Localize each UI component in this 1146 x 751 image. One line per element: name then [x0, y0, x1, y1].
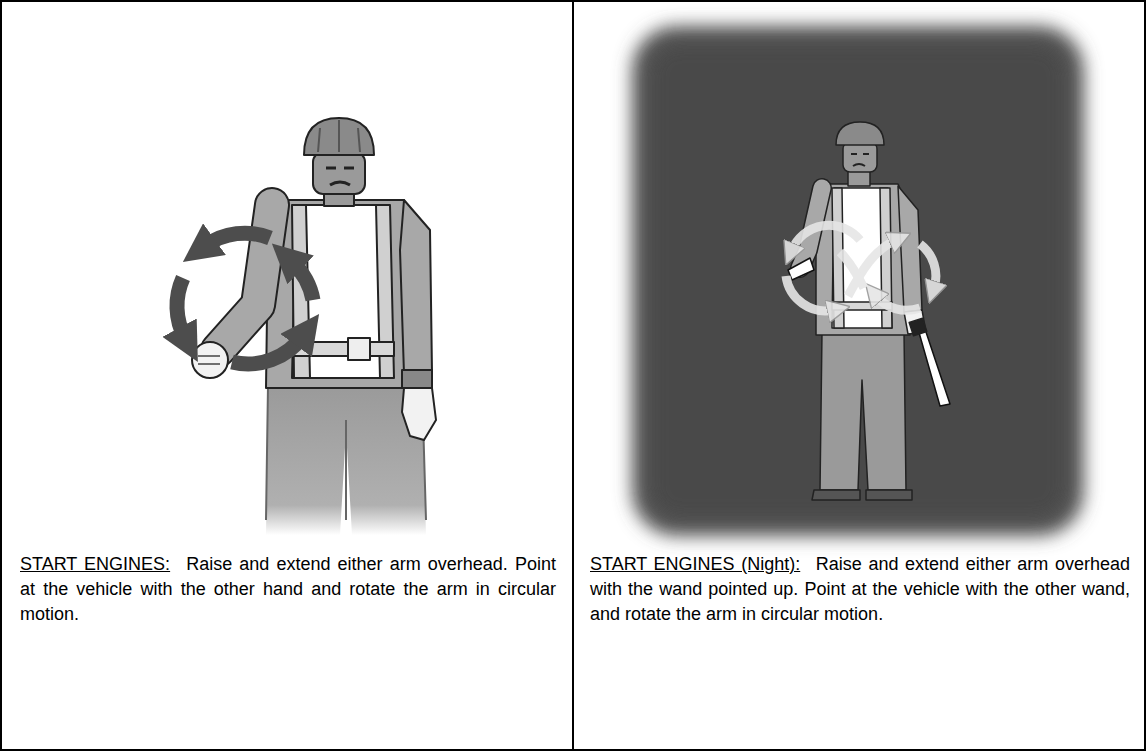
signal-heading: START ENGINES (Night):	[590, 554, 800, 574]
marshaller-day	[177, 118, 436, 535]
signal-panel: START ENGINES (Night): Raise and extend …	[574, 0, 1146, 751]
signal-caption: START ENGINES (Night): Raise and extend …	[590, 552, 1130, 627]
signal-heading: START ENGINES:	[20, 554, 170, 574]
marshaller-night	[786, 122, 950, 500]
signal-caption: START ENGINES: Raise and extend either a…	[20, 552, 556, 627]
divider	[572, 0, 574, 751]
night-background	[632, 26, 1084, 536]
signal-panel: START ENGINES: Raise and extend either a…	[0, 0, 573, 751]
night-background-core	[650, 44, 1066, 518]
